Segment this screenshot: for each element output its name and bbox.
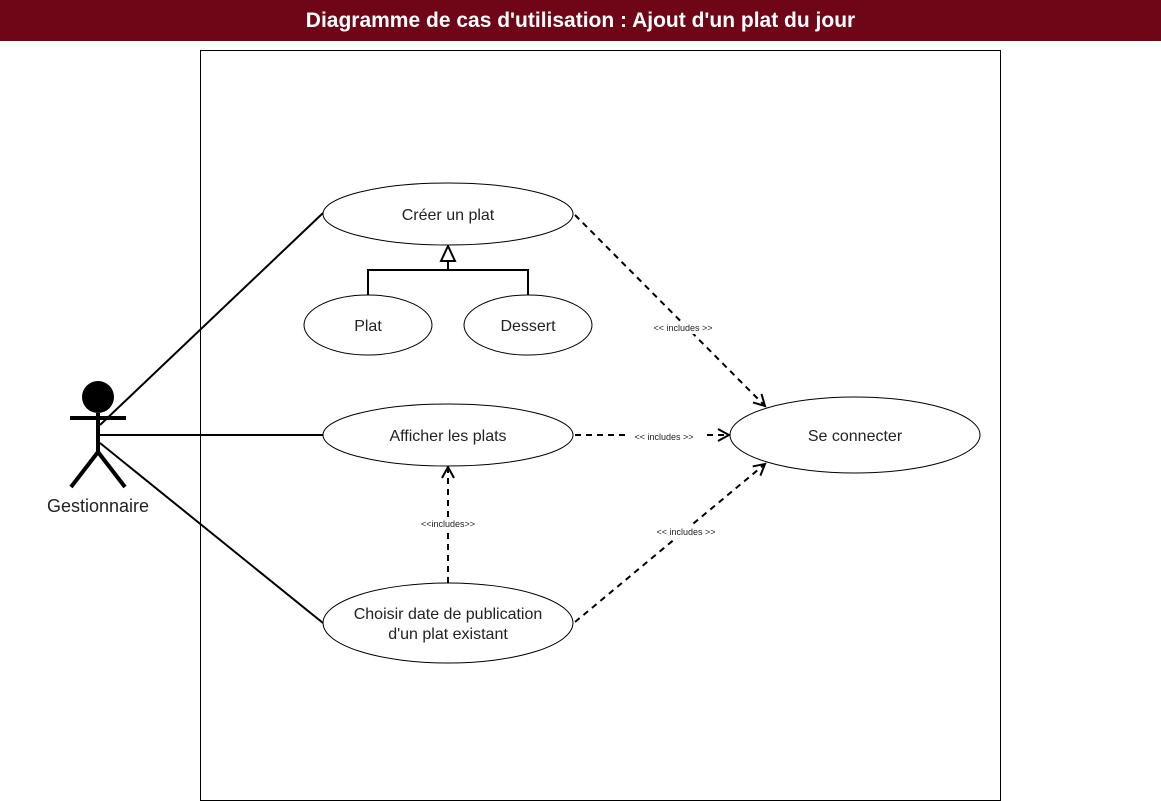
actor-head [82, 381, 114, 413]
use-case-se-connecter[interactable]: Se connecter [729, 396, 981, 474]
actor-label: Gestionnaire [47, 496, 149, 516]
generalization-dessert [448, 269, 529, 296]
generalization-plat [367, 269, 448, 296]
use-case-ellipse [322, 582, 574, 664]
use-case-label-line1: Choisir date de publication [354, 606, 543, 623]
use-case-ellipse [729, 396, 981, 474]
generalization-arrowhead [439, 243, 457, 262]
use-case-ellipse [303, 294, 433, 356]
include-label-afficher: << includes >> [634, 432, 693, 442]
association-choisir-date [99, 442, 324, 624]
include-label-choisir-afficher: <<includes>> [421, 519, 475, 529]
use-case-ellipse [322, 182, 574, 246]
use-case-plat[interactable]: Plat [303, 294, 433, 356]
use-case-choisir-date[interactable]: Choisir date de publication d'un plat ex… [322, 582, 574, 664]
use-case-label: Plat [354, 318, 382, 335]
use-case-ellipse [322, 403, 574, 467]
use-case-afficher-plats[interactable]: Afficher les plats [322, 403, 574, 467]
actor-gestionnaire[interactable]: Gestionnaire [47, 381, 149, 516]
use-case-ellipse [463, 294, 593, 356]
use-case-label: Dessert [500, 318, 556, 335]
use-case-dessert[interactable]: Dessert [463, 294, 593, 356]
diagram-title: Diagramme de cas d'utilisation : Ajout d… [0, 0, 1161, 41]
use-case-label: Se connecter [808, 428, 903, 445]
use-case-label-line2: d'un plat existant [388, 626, 508, 643]
include-creer-connecter [574, 214, 765, 406]
use-case-label: Afficher les plats [389, 428, 506, 445]
include-label-creer: << includes >> [653, 323, 712, 333]
association-creer-plat [99, 212, 324, 426]
actor-left-leg [69, 450, 100, 489]
include-label-choisir: << includes >> [656, 527, 715, 537]
use-case-creer-plat[interactable]: Créer un plat [322, 182, 574, 246]
include-choisir-connecter [574, 464, 765, 623]
use-case-label: Créer un plat [402, 207, 495, 224]
actor-right-leg [96, 450, 127, 489]
